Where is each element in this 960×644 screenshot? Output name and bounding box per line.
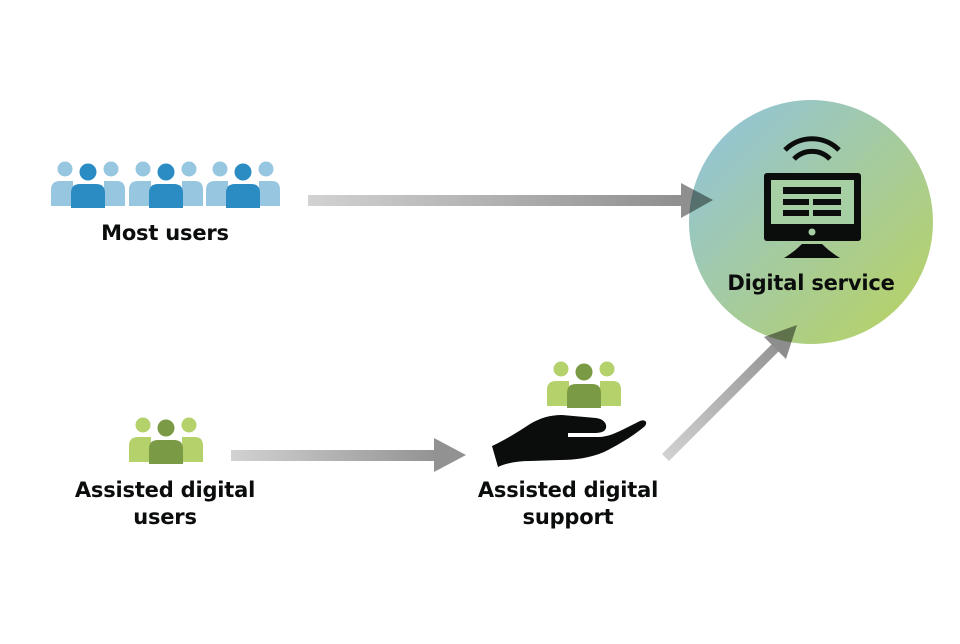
arrow-ad-support-to-digital-service <box>662 325 797 461</box>
assisted-digital-support-label-line1: Assisted digital <box>477 478 659 502</box>
most-users-label: Most users <box>101 221 229 245</box>
hand-icon <box>492 415 647 467</box>
arrow-most-users-to-digital-service <box>308 183 713 218</box>
person-center-icon <box>149 419 183 464</box>
most-users-icon-group <box>51 161 280 208</box>
people-group-icon <box>51 161 125 208</box>
assisted-digital-support-label-line2: support <box>522 505 614 529</box>
people-group-icon <box>206 161 280 208</box>
assisted-digital-support-label: Assisted digital support <box>458 477 678 531</box>
digital-service-label: Digital service <box>727 271 895 295</box>
person-center-icon <box>71 163 105 208</box>
monitor-icon <box>764 173 861 258</box>
person-side-icon <box>129 161 203 206</box>
person-side-icon <box>129 417 203 462</box>
people-group-icon <box>547 361 621 408</box>
assisted-digital-support-icon <box>492 361 647 467</box>
person-center-icon <box>149 163 183 208</box>
assisted-digital-users-icon <box>129 417 203 464</box>
assisted-digital-users-label: Assisted digital users <box>55 477 275 531</box>
assisted-digital-users-label-line1: Assisted digital <box>74 478 256 502</box>
person-side-icon <box>206 161 280 206</box>
assisted-digital-users-label-line2: users <box>133 505 197 529</box>
arrow-ad-users-to-ad-support <box>231 438 466 472</box>
person-side-icon <box>51 161 125 206</box>
computer-wifi-icon <box>764 136 861 258</box>
person-center-icon <box>226 163 260 208</box>
person-side-icon <box>547 361 621 406</box>
people-group-icon <box>129 161 203 208</box>
person-center-icon <box>567 363 601 408</box>
wifi-icon <box>783 136 841 161</box>
